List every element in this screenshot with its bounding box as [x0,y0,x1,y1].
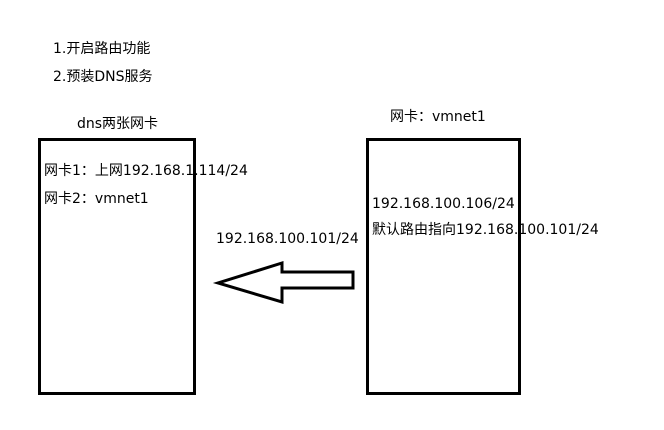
link-label: 192.168.100.101/24 [216,231,359,247]
left-server-title: dns两张网卡 [77,116,159,132]
arrow-shape [212,260,355,305]
right-client-box [366,138,521,395]
left-server-nic2: 网卡2：vmnet1 [44,191,149,207]
right-client-title: 网卡：vmnet1 [390,109,486,125]
right-client-ip: 192.168.100.106/24 [372,196,515,212]
right-client-gateway: 默认路由指向192.168.100.101/24 [372,222,599,238]
left-server-nic1: 网卡1：上网192.168.1.114/24 [44,163,248,179]
note-step-1: 1.开启路由功能 [53,41,151,57]
left-server-box [38,138,196,395]
note-step-2: 2.预装DNS服务 [53,69,153,85]
